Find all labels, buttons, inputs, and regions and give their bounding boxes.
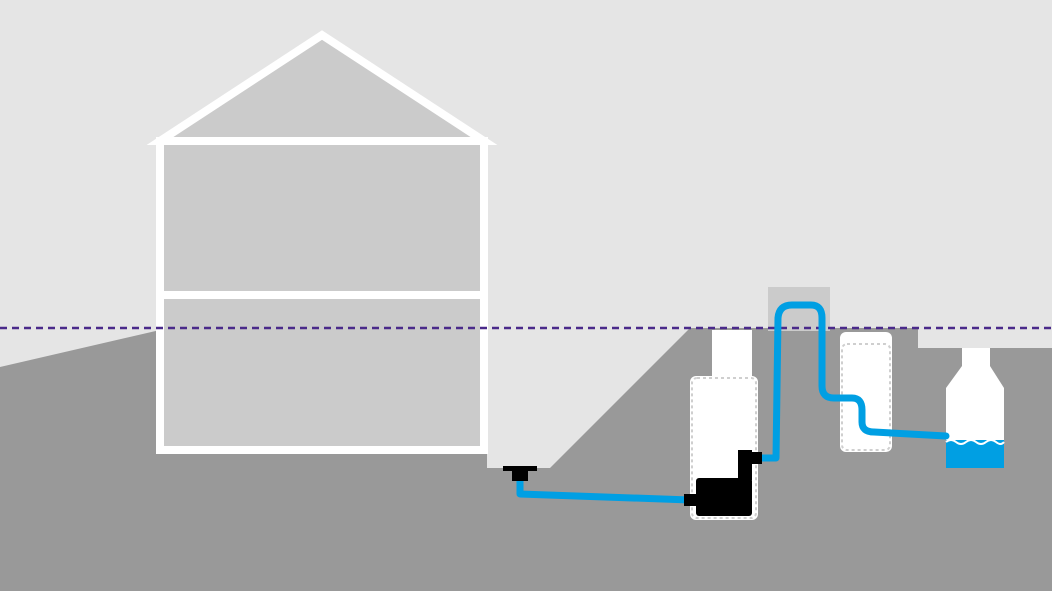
sewer-water <box>946 440 1004 468</box>
public-sewer <box>946 348 1004 468</box>
inspection-shaft-body <box>840 332 892 452</box>
excavation-pit <box>487 328 690 468</box>
lifting-pump-icon <box>684 450 762 516</box>
chamber-riser <box>712 330 752 380</box>
sewer-riser <box>962 348 990 368</box>
floor-drain-body <box>512 471 528 481</box>
pump-outlet-flange <box>748 452 762 464</box>
chamber-tank-outline <box>691 377 757 519</box>
pump-body <box>696 478 752 516</box>
floor-drain-icon <box>503 466 537 481</box>
house <box>146 30 498 454</box>
drain-inlet-pipe <box>516 474 694 504</box>
house-upper-floor <box>156 137 488 299</box>
pressure-pipe <box>756 301 950 462</box>
floor-drain-grate <box>503 466 537 471</box>
pipes <box>516 301 950 504</box>
house-basement <box>156 291 488 454</box>
pump-inlet <box>684 494 698 506</box>
sewer-water-surface <box>945 439 1005 445</box>
